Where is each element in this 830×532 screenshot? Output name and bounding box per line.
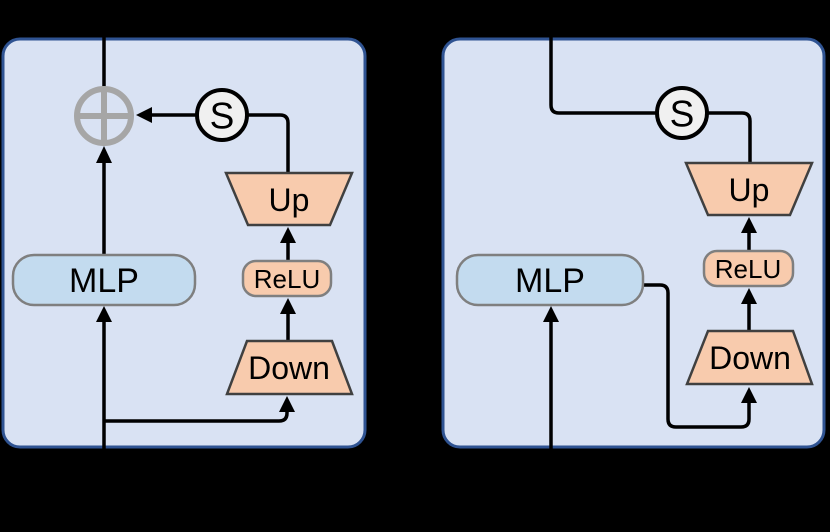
mlp-label: MLP [69, 262, 139, 300]
mlp-to-down-line [643, 283, 751, 429]
add-icon [74, 86, 134, 146]
up-projection [224, 171, 354, 227]
arrowhead-into-up [741, 217, 757, 233]
arrowhead-into-down [279, 396, 295, 412]
mlp-box [11, 253, 197, 307]
scale-circle [195, 88, 249, 142]
mlp-box [455, 253, 645, 307]
arrowhead-into-mlp [96, 306, 112, 322]
parallel-adapter-panel: S Up ReLU Down MLP [1, 8, 367, 462]
up-label: Up [269, 182, 310, 218]
sequential-adapter-panel: S Up ReLU Down MLP [441, 8, 826, 462]
relu-label: ReLU [254, 264, 320, 294]
output-line [549, 8, 657, 115]
down-label: Down [248, 350, 330, 386]
arrowhead-into-mlp [543, 306, 559, 322]
down-projection [225, 339, 354, 396]
arrowhead-into-up [280, 227, 296, 243]
up-projection [684, 161, 814, 217]
arrowhead-into-relu [741, 288, 757, 304]
arrowhead-into-relu [280, 298, 296, 314]
mlp-label: MLP [515, 262, 585, 300]
arrowhead-into-down [741, 387, 757, 403]
relu-box [241, 259, 333, 298]
s-to-up-line [707, 111, 752, 162]
s-to-up-line [247, 113, 290, 172]
input-branch-line [104, 412, 289, 423]
up-label: Up [729, 172, 770, 208]
relu-box [702, 249, 795, 288]
down-projection [685, 329, 814, 386]
panel-background [441, 37, 826, 449]
relu-label: ReLU [715, 254, 781, 284]
down-label: Down [709, 340, 791, 376]
scale-circle [655, 86, 709, 140]
arrowhead-into-add [96, 146, 112, 163]
scale-label: S [210, 96, 235, 137]
scale-label: S [670, 94, 695, 135]
arrowhead-into-add-left [136, 107, 152, 123]
